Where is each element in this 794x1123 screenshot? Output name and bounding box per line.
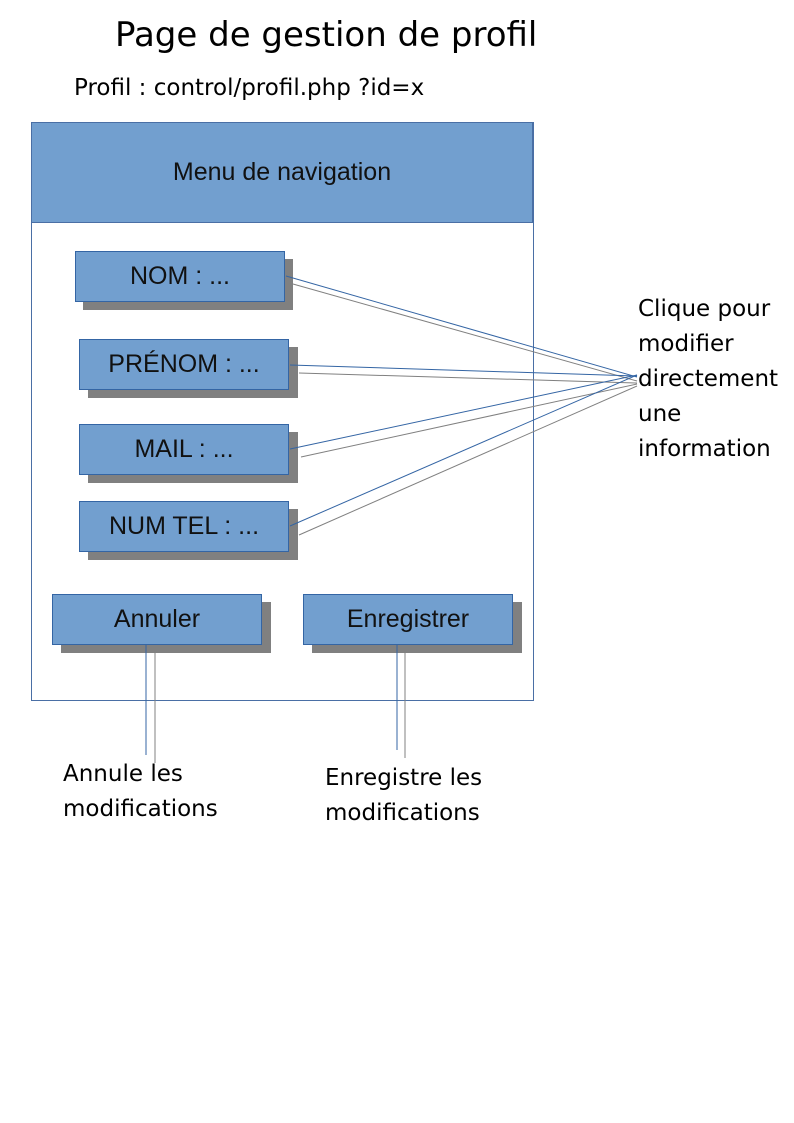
edit-note: Clique pour modifier directement une inf…: [638, 292, 778, 467]
tel-field-label: NUM TEL : ...: [108, 512, 260, 540]
edit-note-line-5: information: [638, 436, 771, 462]
edit-note-line-3: directement: [638, 366, 779, 392]
edit-note-line-4: une: [638, 401, 682, 427]
nom-field-label: NOM : ...: [130, 262, 230, 290]
save-note-line-2: modifications: [325, 800, 480, 826]
prenom-field[interactable]: PRÉNOM : ...: [79, 339, 289, 390]
cancel-button[interactable]: Annuler: [52, 594, 262, 645]
cancel-note-line-1: Annule les: [63, 761, 183, 787]
save-note: Enregistre les modifications: [325, 761, 482, 831]
edit-note-line-1: Clique pour: [638, 296, 771, 322]
navigation-menu[interactable]: Menu de navigation: [31, 122, 533, 223]
save-button-label: Enregistrer: [346, 605, 470, 633]
cancel-button-label: Annuler: [113, 605, 201, 633]
navigation-menu-label: Menu de navigation: [172, 158, 392, 186]
save-button[interactable]: Enregistrer: [303, 594, 513, 645]
mail-field[interactable]: MAIL : ...: [79, 424, 289, 475]
cancel-note-line-2: modifications: [63, 796, 218, 822]
tel-field[interactable]: NUM TEL : ...: [79, 501, 289, 552]
nom-field[interactable]: NOM : ...: [75, 251, 285, 302]
mail-field-label: MAIL : ...: [134, 435, 234, 463]
prenom-field-label: PRÉNOM : ...: [108, 350, 260, 378]
save-note-line-1: Enregistre les: [325, 765, 483, 791]
route-label: Profil : control/profil.php ?id=x: [74, 75, 425, 101]
cancel-note: Annule les modifications: [63, 757, 218, 827]
page-title: Page de gestion de profil: [115, 15, 538, 55]
edit-note-line-2: modifier: [638, 331, 734, 357]
